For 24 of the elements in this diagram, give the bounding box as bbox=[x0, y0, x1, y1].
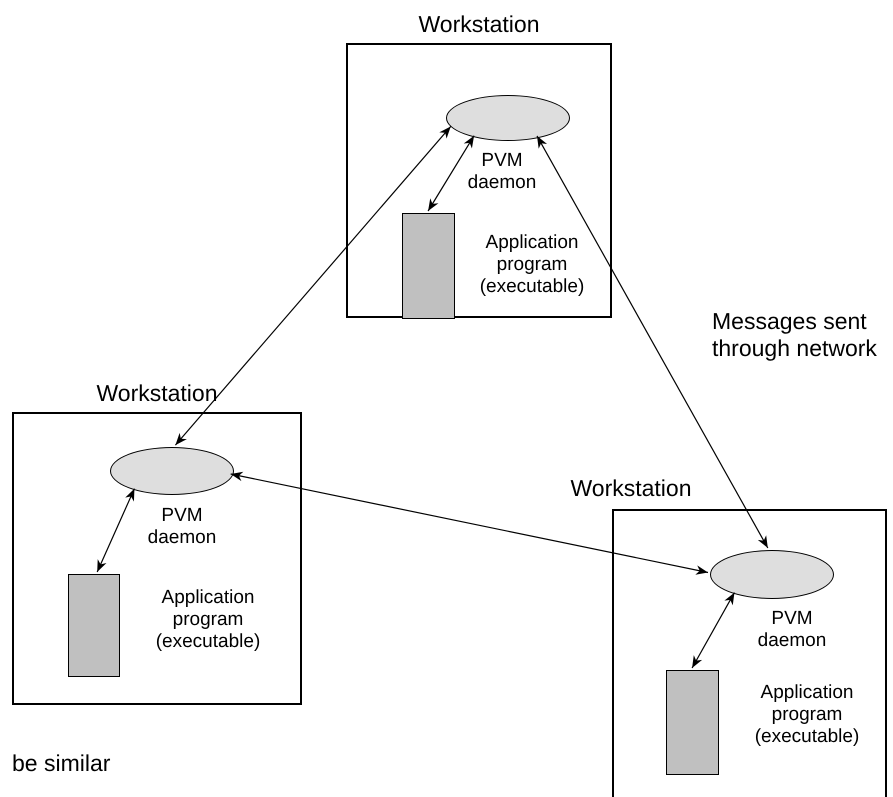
workstation-box bbox=[12, 412, 302, 705]
connector-arrow bbox=[96, 488, 135, 572]
connector-arrow bbox=[230, 472, 708, 575]
node-caption: Application program (executable) bbox=[478, 232, 586, 298]
note-text: be similar bbox=[12, 750, 112, 777]
node-caption: PVM daemon bbox=[756, 608, 828, 652]
workstation-box bbox=[612, 509, 887, 797]
connector-arrow bbox=[692, 592, 735, 668]
connector-arrow bbox=[174, 126, 452, 446]
note-text: Messages sent through network bbox=[712, 308, 878, 362]
box-title: Workstation bbox=[417, 11, 540, 37]
program-block bbox=[666, 670, 719, 775]
box-title: Workstation bbox=[569, 475, 692, 501]
node-caption: Application program (executable) bbox=[154, 587, 262, 653]
daemon-ellipse bbox=[446, 95, 570, 141]
program-block bbox=[68, 574, 120, 677]
node-caption: Application program (executable) bbox=[754, 682, 860, 748]
connector-arrow bbox=[428, 135, 475, 212]
box-title: Workstation bbox=[95, 380, 218, 406]
workstation-box bbox=[346, 43, 612, 318]
node-caption: PVM daemon bbox=[466, 150, 538, 194]
program-block bbox=[402, 213, 455, 319]
connector-arrow bbox=[536, 136, 768, 548]
node-caption: PVM daemon bbox=[146, 505, 218, 549]
